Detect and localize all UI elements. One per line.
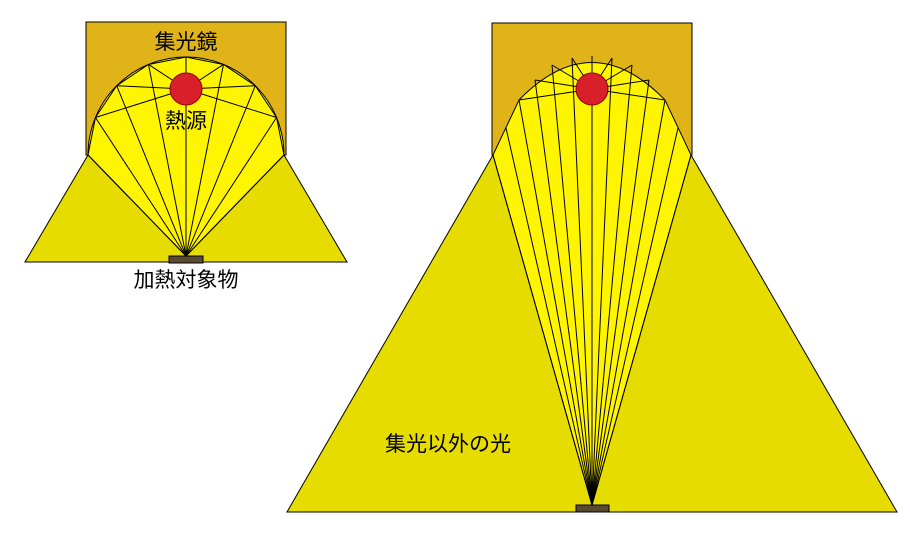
reflector-facet xyxy=(148,56,187,65)
ray-converging xyxy=(591,57,613,506)
ray-converging xyxy=(591,154,692,506)
diagram-long-focus: 集光以外の光 xyxy=(286,22,898,513)
reflector-facet xyxy=(95,85,118,118)
ray-lines xyxy=(492,56,692,506)
ray-converging xyxy=(591,99,666,506)
heating-target-right xyxy=(575,504,610,513)
ray-converging xyxy=(534,79,593,506)
diagram-short-focus: 集光鏡 熱源 加熱対象物 xyxy=(24,21,348,292)
ray-converging xyxy=(492,154,593,506)
ray-converging xyxy=(591,79,650,506)
heat-source-right xyxy=(575,72,609,106)
ray-converging xyxy=(185,85,256,257)
heat-source-label: 熱源 xyxy=(165,109,207,133)
ray-converging xyxy=(571,57,593,506)
ray-converging xyxy=(87,154,187,257)
ray-converging xyxy=(185,154,285,257)
ray-converging xyxy=(148,64,187,257)
reflector-facet xyxy=(185,56,224,65)
ray-converging xyxy=(591,64,633,506)
ray-lines xyxy=(87,56,285,257)
ray-converging xyxy=(505,127,593,506)
ray-converging xyxy=(591,127,679,506)
ray-converging xyxy=(518,99,593,506)
ray-converging xyxy=(95,117,187,257)
reflector-facet xyxy=(254,85,277,118)
reflector-facet xyxy=(87,117,96,156)
other-light-label: 集光以外の光 xyxy=(385,432,511,456)
ray-converging xyxy=(185,64,224,257)
heat-source-left xyxy=(169,72,203,106)
reflector-facet xyxy=(116,64,149,87)
reflector-facet xyxy=(276,117,285,156)
ray-converging xyxy=(551,64,593,506)
ray-converging xyxy=(185,117,277,257)
reflector-facet xyxy=(223,64,256,87)
heating-target-label: 加熱対象物 xyxy=(134,268,239,292)
heating-target-left xyxy=(168,255,204,264)
ray-converging xyxy=(116,85,187,257)
reflector-label: 集光鏡 xyxy=(155,30,218,54)
